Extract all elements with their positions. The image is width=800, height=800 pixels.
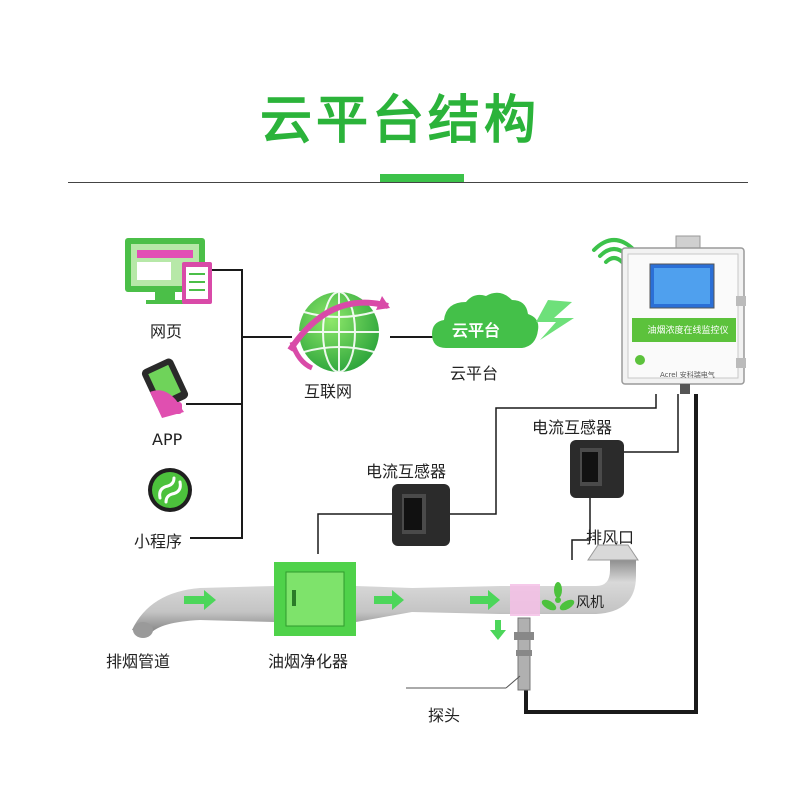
app-label: APP	[152, 430, 183, 449]
probe-label: 探头	[428, 706, 461, 725]
probe-wiring	[524, 394, 698, 714]
webpage-label: 网页	[150, 322, 183, 341]
current-transformer-left	[392, 484, 450, 546]
ct-left-label: 电流互感器	[366, 462, 447, 481]
cloud-platform-label: 云平台	[450, 364, 499, 383]
device-panel-label: 油烟浓度在线监控仪	[647, 326, 729, 336]
fan-label: 风机	[576, 595, 604, 611]
client-wiring	[186, 269, 434, 539]
title-accent-bar	[380, 174, 464, 182]
exhaust-duct	[132, 544, 639, 638]
fan-icon	[541, 582, 575, 611]
oil-smoke-monitor-device	[621, 235, 746, 394]
internet-label: 互联网	[304, 382, 353, 401]
phone-icon	[141, 358, 189, 418]
duct-label: 排烟管道	[106, 652, 171, 671]
device-brand-label: Acrel 安科瑞电气	[660, 371, 715, 379]
title-divider	[68, 182, 748, 183]
current-transformer-right	[570, 440, 624, 498]
miniprogram-label: 小程序	[134, 532, 183, 551]
monitor-icon	[125, 238, 212, 304]
oil-purifier-unit	[274, 562, 356, 636]
sensor-wiring	[317, 394, 679, 560]
internet-globe-icon	[287, 291, 390, 373]
ct-right-label: 电流互感器	[532, 418, 613, 437]
wireless-lightning-icon	[536, 300, 574, 340]
cloud-badge-text: 云平台	[451, 321, 500, 340]
exhaust-outlet-label: 排风口	[586, 528, 635, 547]
flow-arrows	[184, 590, 506, 640]
miniprogram-icon	[148, 468, 192, 512]
probe-sensor	[406, 617, 534, 691]
page-title: 云平台结构	[259, 91, 540, 151]
purifier-label: 油烟净化器	[268, 652, 349, 671]
cloud-icon	[432, 292, 539, 348]
